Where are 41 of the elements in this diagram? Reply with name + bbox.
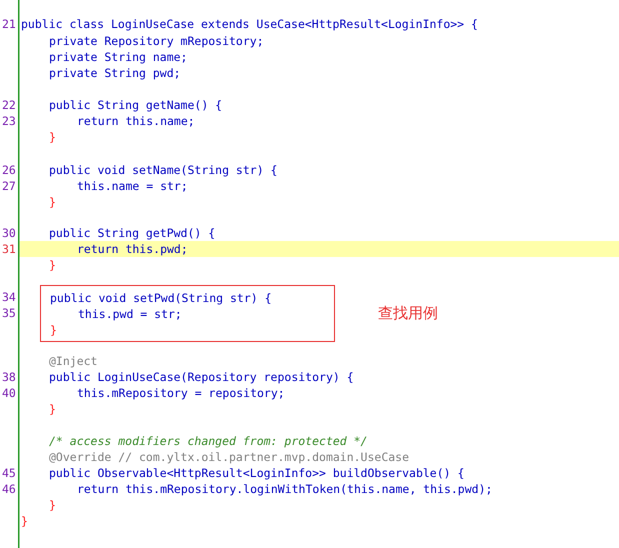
line-number: 30 [2,225,16,241]
line-number: 22 [2,97,16,113]
code-line: } [49,194,56,210]
line-number: 38 [2,369,16,385]
code-line: } [49,129,56,145]
code-line: } [50,322,57,338]
line-number: 46 [2,481,16,497]
code-line: public LoginUseCase(Repository repository) { [49,369,354,385]
code-line: public String getName() { [49,97,222,113]
code-line: private String pwd; [49,65,181,81]
code-line: this.mRepository = repository; [77,385,285,401]
code-line: } [49,401,56,417]
line-number: 35 [2,305,16,321]
code-line: public void setPwd(String str) { [50,290,272,306]
code-line: this.name = str; [77,178,188,194]
code-line: return this.mRepository.loginWithToken(this.name, this.pwd); [77,481,492,497]
code-line: public Observable<HttpResult<LoginInfo>> buildObservable() { [49,465,464,481]
code-comment: /* access modifiers changed from: protected */ [49,433,368,449]
line-number: 31 [2,241,16,257]
line-number: 45 [2,465,16,481]
line-number: 23 [2,113,16,129]
code-line: public void setName(String str) { [49,162,278,178]
line-number: 34 [2,289,16,305]
line-number: 26 [2,162,16,178]
code-line: private Repository mRepository; [49,33,264,49]
code-line: public String getPwd() { [49,225,216,241]
line-number: 27 [2,178,16,194]
code-line: @Inject [49,353,98,369]
code-line: this.pwd = str; [78,306,182,322]
code-line: return this.name; [77,113,195,129]
code-line: } [21,513,28,529]
code-line: public class LoginUseCase extends UseCase<HttpResult<LoginInfo>> { [21,16,478,32]
code-line: return this.pwd; [77,241,188,257]
code-line: @Override // com.yltx.oil.partner.mvp.domain.UseCase [49,449,410,465]
line-number: 21 [2,16,16,32]
line-number: 40 [2,385,16,401]
highlight-box [40,285,335,342]
code-line: private String name; [49,49,188,65]
code-line: } [49,497,56,513]
annotation-text: 查找用例 [378,304,438,322]
code-line: } [49,257,56,273]
